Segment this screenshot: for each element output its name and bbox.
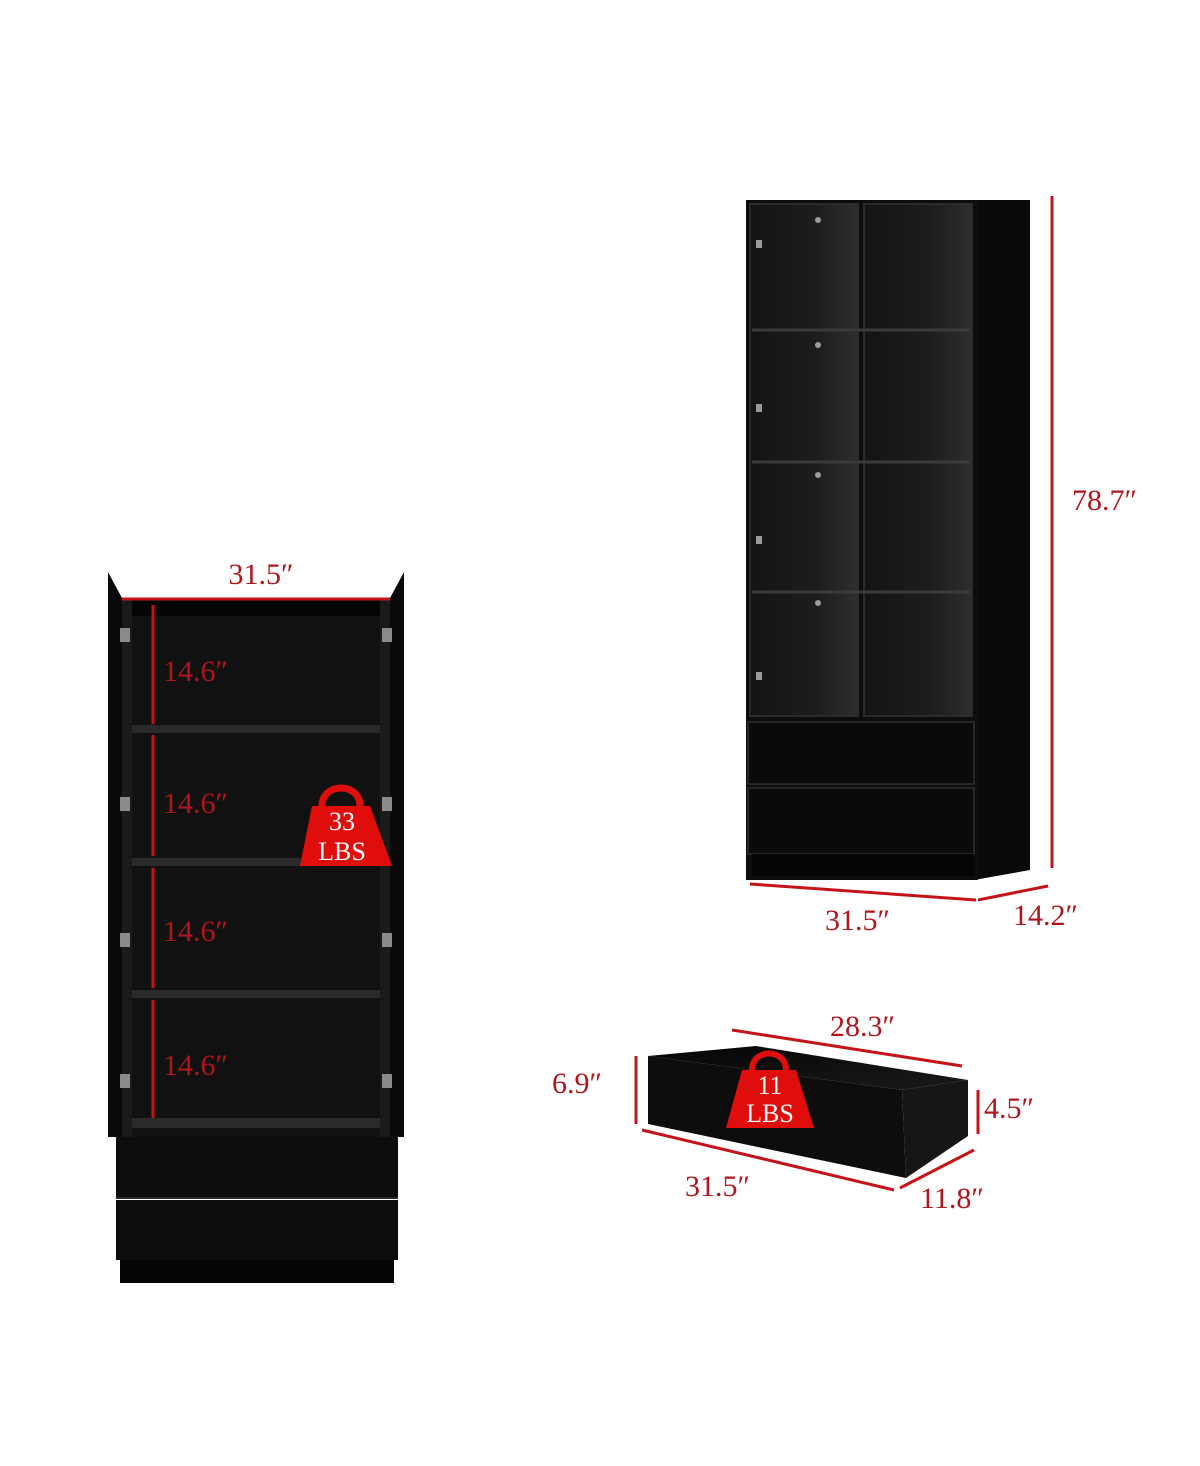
inner-width-line [731,1028,963,1068]
weight-icon-body [300,806,392,866]
cabinet-width-label: 31.5″ [825,904,890,937]
open-cabinet [108,572,404,1283]
shelf-load-badge: 33 LBS [300,784,392,866]
shelf [132,858,380,866]
drawer-inner-width-label: 28.3″ [830,1010,895,1043]
shelf-height-label: 14.6″ [163,655,228,688]
depth-line [899,1148,975,1190]
drawer-load-value: 11 [757,1071,782,1100]
open-cabinet-dimensions: 31.5″ 14.6″ 14.6″ 14.6″ 14.6″ [122,558,390,1118]
shelf [132,725,380,733]
drawer-dimensions: 28.3″ 6.9″ 4.5″ 31.5″ 11.8″ [552,1010,1034,1215]
closed-cabinet [746,200,1030,880]
drawer-front [116,1200,398,1260]
width-line [641,1128,895,1192]
shelf-height-label: 14.6″ [163,1049,228,1082]
cabinet-top-panel [122,598,390,616]
cabinet-height-label: 78.7″ [1072,484,1137,517]
shelf-load-unit: LBS [318,837,366,866]
cabinet-right-side [380,598,390,1137]
cabinet-interior [122,598,390,1137]
drawer-height-label: 6.9″ [552,1067,602,1100]
drawer-front [747,721,975,785]
drawer-load-badge: 11 LBS [726,1050,814,1128]
cabinet-plinth [752,854,974,876]
shelf [132,1118,380,1128]
drawer-side [902,1080,968,1178]
drawer-inner [648,1046,968,1090]
cabinet-width-label: 31.5″ [229,558,294,591]
drawer-inner-height-label: 4.5″ [984,1092,1034,1125]
drawer-load-unit: LBS [746,1099,794,1128]
weight-icon [318,784,364,807]
closed-cabinet-dimensions: 78.7″ 31.5″ 14.2″ [749,196,1137,937]
cabinet-side-panel [974,200,1030,880]
right-door [390,572,404,1137]
drawer-depth-label: 11.8″ [920,1182,984,1215]
cabinet-left-side [122,598,132,1137]
left-door [108,572,122,1137]
drawer-front [116,1137,398,1197]
width-line [749,882,977,902]
shelf-height-label: 14.6″ [163,915,228,948]
depth-line [977,884,1049,902]
glass-door-left [749,203,859,717]
door-knobs [756,217,821,680]
shelf-height-label: 14.6″ [163,787,228,820]
door-hinges [120,628,392,1088]
cabinet-plinth [120,1260,394,1283]
weight-icon [749,1050,789,1071]
drawer-width-label: 31.5″ [685,1170,750,1203]
glass-shelves [752,328,970,594]
cabinet-depth-label: 14.2″ [1013,899,1078,932]
glass-door-right [863,203,973,717]
shelf [132,990,380,998]
shelf-load-value: 33 [329,807,355,836]
drawer-front [747,787,975,855]
weight-icon-body [726,1070,814,1128]
